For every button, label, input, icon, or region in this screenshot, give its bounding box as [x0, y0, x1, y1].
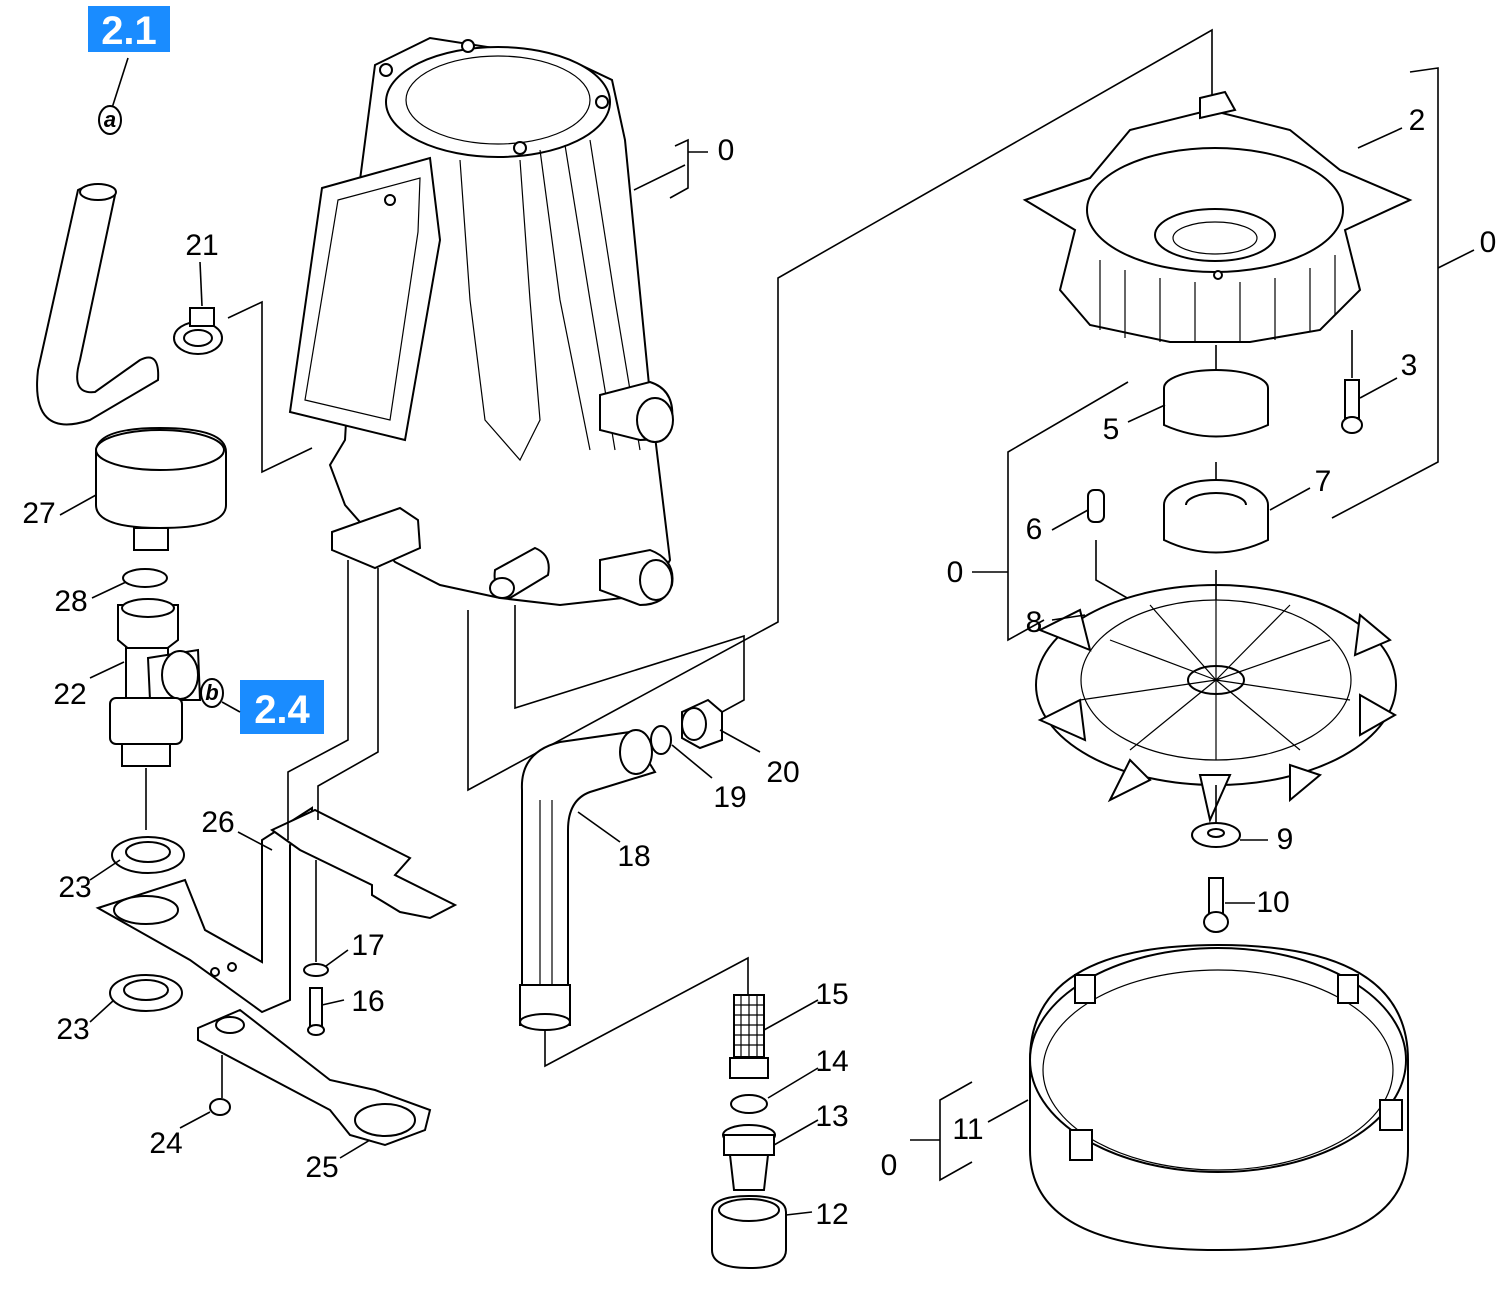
bearing-7-drawing	[1163, 462, 1269, 554]
part-label-9: 9	[1277, 823, 1294, 856]
screw-16-drawing	[307, 987, 325, 1036]
part-label-23-upper: 23	[58, 871, 91, 904]
filter-drawing	[729, 994, 769, 1079]
fitting-20-drawing	[681, 698, 723, 750]
cap-drawing	[95, 426, 227, 551]
ring-5-drawing	[1163, 345, 1269, 438]
part-label-12: 12	[815, 1198, 848, 1231]
part-label-20: 20	[766, 756, 799, 789]
part-label-10: 10	[1256, 886, 1289, 919]
part-label-8: 8	[1026, 606, 1043, 639]
part-label-11: 11	[952, 1113, 983, 1146]
part-label-14: 14	[815, 1045, 848, 1078]
part-label-5: 5	[1103, 413, 1120, 446]
nut-upper-drawing	[111, 836, 185, 874]
part-label-3: 3	[1401, 349, 1418, 382]
o-ring-14-drawing	[730, 1094, 768, 1114]
part-label-0-cover: 0	[881, 1149, 898, 1182]
screw-3-drawing	[1341, 330, 1363, 434]
part-label-22: 22	[53, 678, 86, 711]
part-label-24: 24	[149, 1127, 182, 1160]
part-label-28: 28	[54, 585, 87, 618]
hose-clamp-drawing	[173, 261, 223, 355]
hose-drawing	[36, 183, 160, 426]
group-lines-right	[910, 67, 1475, 1182]
o-ring-28-drawing	[122, 568, 168, 588]
t-fitting-drawing	[109, 598, 202, 830]
group-line-filter	[544, 956, 749, 1068]
fan-wheel-drawing	[1035, 570, 1398, 824]
leader-lines	[59, 127, 1403, 1216]
group-lines-pump	[227, 28, 1213, 840]
part-label-6: 6	[1026, 513, 1043, 546]
pump-housing-drawing	[288, 36, 674, 607]
nut-12-drawing	[711, 1194, 787, 1270]
fitting-13-drawing	[722, 1124, 776, 1191]
o-ring-19-drawing	[650, 725, 672, 755]
part-label-2: 2	[1409, 104, 1426, 137]
reference-badge-2-1[interactable]: 2.1	[88, 6, 170, 53]
part-label-17: 17	[351, 929, 384, 962]
plate-drawing	[197, 1008, 432, 1147]
part-label-16: 16	[351, 985, 384, 1018]
fan-housing-drawing	[1022, 90, 1413, 343]
part-label-0-pump: 0	[718, 134, 735, 167]
reference-badge-2-4-text: 2.4	[254, 688, 310, 732]
washer-17-drawing	[303, 860, 329, 977]
reference-badge-2-4[interactable]: 2.4	[240, 680, 324, 734]
part-label-18: 18	[617, 840, 650, 873]
part-label-25: 25	[305, 1151, 338, 1184]
screw-10-drawing	[1203, 877, 1229, 933]
part-label-26: 26	[201, 806, 234, 839]
part-label-15: 15	[815, 978, 848, 1011]
part-label-0-fan-housing: 0	[1480, 226, 1497, 259]
part-label-27: 27	[22, 497, 55, 530]
part-label-23-lower: 23	[56, 1013, 89, 1046]
elbow-pipe-drawing	[519, 729, 657, 1031]
svg-text:b: b	[205, 680, 218, 705]
part-label-0-bearing: 0	[947, 556, 964, 589]
svg-text:a: a	[104, 107, 116, 132]
part-labels: 0 0 0 0 2 3 5 6 7 8 9 10 11 12 13 14 15 …	[22, 104, 1496, 1231]
screw-24-drawing	[209, 1055, 231, 1116]
cover-drawing	[1029, 943, 1409, 1252]
upper-bracket-drawing	[270, 808, 458, 920]
part-label-21: 21	[185, 229, 218, 262]
connector-mark-a: a	[98, 57, 129, 135]
nut-lower-drawing	[109, 974, 183, 1012]
part-label-19: 19	[713, 781, 746, 814]
part-label-13: 13	[815, 1100, 848, 1133]
part-label-7: 7	[1315, 465, 1332, 498]
reference-badge-2-1-text: 2.1	[101, 9, 157, 53]
connector-mark-b: b	[200, 678, 241, 713]
washer-9-drawing	[1191, 785, 1241, 848]
